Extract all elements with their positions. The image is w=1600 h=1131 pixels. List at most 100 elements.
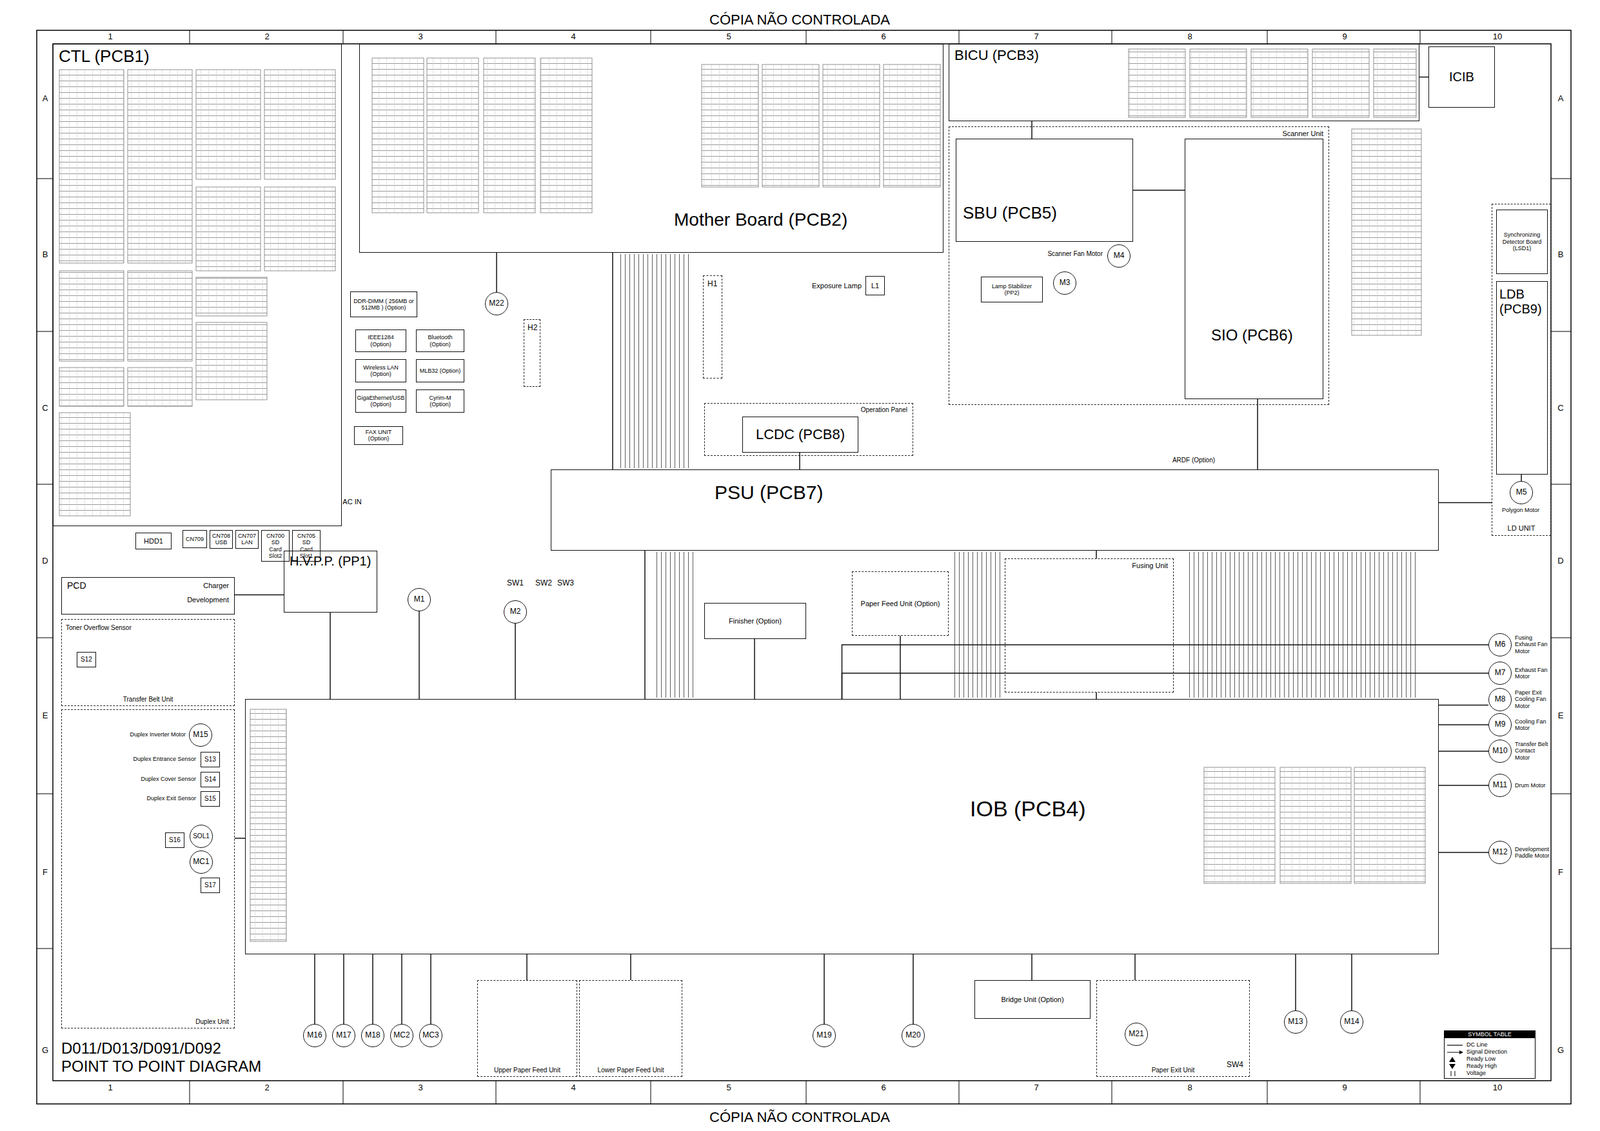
wire-connector xyxy=(401,954,403,1025)
label-group: M1 xyxy=(414,595,425,605)
pin-table xyxy=(127,367,193,407)
node-label: PCD xyxy=(67,580,87,591)
node-label: S15 xyxy=(204,795,217,803)
node-label: Scanner Unit xyxy=(1282,129,1324,139)
node-label: Duplex Unit xyxy=(195,1018,229,1027)
board-box: BICU (PCB3) xyxy=(948,43,1420,122)
lamp-box: L1 xyxy=(865,276,885,296)
motor-circle: M12 xyxy=(1488,840,1512,865)
label-group: S16 xyxy=(168,836,181,845)
node-label: M6 xyxy=(1494,640,1506,650)
part-label: Transfer Belt Contact Motor xyxy=(1514,740,1550,761)
wire-connector xyxy=(1438,784,1489,787)
label-group: M5 xyxy=(1516,488,1528,498)
node-label: PSU (PCB7) xyxy=(714,481,823,505)
bar-sample xyxy=(1451,1071,1455,1077)
label-group: Operation Panel xyxy=(860,406,908,415)
option-box: Bluetooth (Option) xyxy=(415,329,465,353)
label-group: Paper Feed Unit (Option) xyxy=(860,599,941,609)
pin-table xyxy=(822,64,880,188)
legend-sample xyxy=(1444,1042,1467,1049)
wire-connector xyxy=(1438,750,1489,752)
board-box: Mother Board (PCB2) xyxy=(359,43,944,253)
option-box: Wireless LAN (Option) xyxy=(355,359,407,383)
node-label: LCDC (PCB8) xyxy=(755,426,845,443)
label-group: CN700SD Card Slot2 xyxy=(264,532,287,560)
legend-text: Ready High xyxy=(1466,1063,1497,1070)
wire-connector xyxy=(514,623,516,700)
label-group: S15 xyxy=(204,795,217,803)
wire-connector xyxy=(1294,954,1297,1011)
grid-reference: G xyxy=(1557,1046,1564,1056)
pin-table xyxy=(250,709,287,942)
board-box: SIO (PCB6) xyxy=(1184,138,1324,400)
part-label: Toner Overflow Sensor xyxy=(65,624,132,633)
node-label: Mother Board (PCB2) xyxy=(673,209,848,231)
unit-outline: Fusing Unit xyxy=(1004,558,1174,693)
motor-circle: M17 xyxy=(332,1024,356,1048)
wire-connector xyxy=(372,954,374,1025)
grid-reference: A xyxy=(1558,94,1564,104)
board-box: LCDC (PCB8) xyxy=(742,416,859,453)
label-group: MC1 xyxy=(192,857,209,867)
motor-circle: M15 xyxy=(188,723,213,747)
board-box: Finisher (Option) xyxy=(704,602,807,640)
pin-table xyxy=(701,64,759,188)
node-label: IOB (PCB4) xyxy=(969,796,1086,822)
label-group: LD UNIT xyxy=(1494,524,1548,533)
clutch-circle: MC1 xyxy=(189,850,213,874)
grid-reference: 8 xyxy=(1187,1083,1192,1094)
pin-table xyxy=(196,277,267,317)
label-group: Bluetooth (Option) xyxy=(419,334,462,348)
node-label: S17 xyxy=(204,881,217,890)
label-group: Cyrim-M (Option) xyxy=(419,394,462,409)
motor-circle: M10 xyxy=(1488,739,1512,763)
label-group: S12 xyxy=(80,655,93,664)
grid-reference: 6 xyxy=(880,32,886,42)
label-group: LCDC (PCB8) xyxy=(755,426,845,443)
sensor-box: S17 xyxy=(200,877,220,894)
connector-box: CN707LAN xyxy=(235,530,259,549)
part-label: AC IN xyxy=(342,497,362,507)
grid-reference: 9 xyxy=(1342,32,1347,42)
label-group: PSU (PCB7) xyxy=(714,481,823,505)
triangle-sample xyxy=(1449,1056,1456,1063)
label-group: HDD1 xyxy=(143,537,164,546)
pin-table xyxy=(264,187,336,271)
sensor-box: S14 xyxy=(200,771,220,788)
motor-circle: M5 xyxy=(1509,481,1533,505)
label-group: BICU (PCB3) xyxy=(954,47,1039,64)
pin-table xyxy=(59,270,124,362)
label-group: M20 xyxy=(905,1031,921,1041)
grid-reference: E xyxy=(1558,711,1564,721)
grid-reference: G xyxy=(41,1046,49,1056)
node-label: IEEE1284 (Option) xyxy=(358,334,404,348)
label-group: Mother Board (PCB2) xyxy=(673,209,848,231)
grid-reference: 4 xyxy=(570,1083,576,1094)
wire-connector xyxy=(343,954,345,1025)
node-label: M18 xyxy=(365,1031,380,1041)
motor-circle: M20 xyxy=(901,1024,925,1048)
grid-reference: 5 xyxy=(726,32,731,42)
node-label: Lamp Stabilizer (PP2) xyxy=(984,283,1040,297)
node-label: S13 xyxy=(204,755,217,764)
sensor-box: S16 xyxy=(165,832,185,849)
part-label: Paper Exit Cooling Fan Motor xyxy=(1514,689,1550,710)
node-label: MC1 xyxy=(192,857,209,867)
label-group: M7 xyxy=(1494,668,1506,678)
wire-connector xyxy=(418,611,420,700)
wire-connector xyxy=(495,252,498,293)
label-group: Duplex Unit xyxy=(195,1018,229,1027)
grid-reference: 1 xyxy=(107,1083,113,1094)
node-label: M12 xyxy=(1492,848,1508,858)
part-label: Fusing Exhaust Fan Motor xyxy=(1514,634,1550,655)
label-group: S17 xyxy=(204,881,217,890)
pin-table xyxy=(762,64,820,188)
grid-reference: 1 xyxy=(107,32,113,42)
label-group: Scanner Unit xyxy=(1282,129,1324,139)
node-label: Operation Panel xyxy=(860,406,908,415)
node-label: M14 xyxy=(1343,1017,1359,1027)
node-label: SBU (PCB5) xyxy=(962,203,1057,224)
